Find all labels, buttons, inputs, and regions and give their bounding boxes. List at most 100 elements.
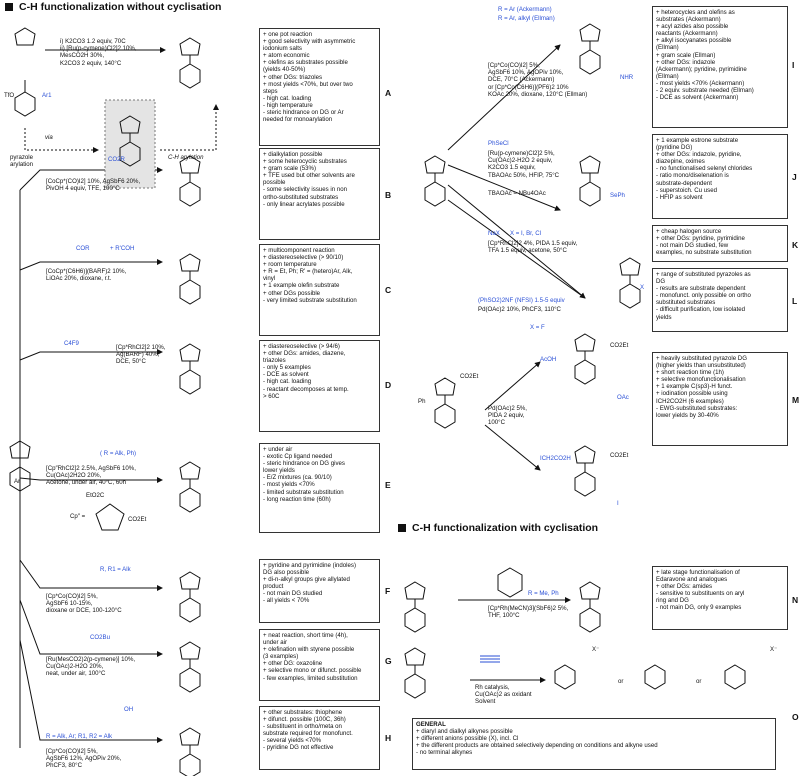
bullet-square-icon [5, 3, 13, 11]
label-or-2: or [696, 678, 702, 685]
reagent-I-r1: R = Ar (Ackermann) [498, 6, 552, 13]
product-F [179, 571, 201, 623]
section-title: C-H functionalization without cyclisatio… [19, 1, 222, 13]
conditions-L: Pd(OAc)2 10%, PhCF3, 110°C [478, 306, 561, 313]
label-G: G [385, 656, 392, 666]
label-I: I [792, 60, 795, 70]
label-A: A [385, 88, 392, 98]
label-via: via [45, 134, 53, 141]
label-xminus-1: X⁻ [592, 646, 600, 653]
reagent-H-oh: OH [124, 706, 134, 713]
product-J [579, 155, 601, 207]
label-xminus-2: X⁻ [770, 646, 778, 653]
product-K-L [619, 257, 641, 309]
diazo-reagent [497, 567, 523, 598]
reagent-D: C4F9 [64, 340, 79, 347]
label-D: D [385, 380, 392, 390]
conditions-E: [Cp″RhCl2]2 2.5%, AgSbF6 10%,Cu(OAc)2H2O… [46, 465, 136, 487]
reagent-L: (PhSO2)2NF (NFSI) 1.5-5 equiv [478, 297, 565, 304]
note-J: TBAOAc = NBu4OAc [488, 190, 546, 197]
label-x: X [640, 284, 645, 291]
conditions-J: [Ru(p-cymene)Cl2]2 5%,Cu(OAc)2-H2O 2 equ… [488, 150, 560, 179]
label-or-1: or [618, 678, 624, 685]
label-i: I [617, 500, 619, 507]
notes-box-F: + pyridine and pyrimidine (indoles) DG a… [259, 559, 380, 623]
product-M-OAc [574, 333, 596, 385]
notes-box-K: + cheap halogen source+ other DGs: pyrid… [652, 225, 788, 262]
reagent-E: ( R = Alk, Ph) [100, 450, 137, 457]
label-K: K [792, 240, 799, 250]
product-D [179, 343, 201, 395]
label-F: F [385, 586, 391, 596]
label-ar1: Ar1 [42, 92, 52, 99]
label-ch-arylation: C-H arylation [168, 154, 204, 161]
label-C: C [385, 285, 392, 295]
label-E: E [385, 480, 391, 490]
reagent-N: R = Me, Ph [528, 590, 559, 597]
bullet-square-icon [398, 524, 406, 532]
label-oac: OAc [617, 394, 629, 401]
label-nhr: NHR [620, 74, 634, 81]
label-O: O [792, 712, 799, 722]
product-O-3 [724, 664, 746, 690]
section-header-with-cyclisation: C-H functionalization with cyclisation [398, 522, 598, 534]
reagent-G: CO2Bu [90, 634, 110, 641]
conditions-B: [CoCp*(CO)I2] 10%, AgSbF6 20%,PivOH 4 eq… [46, 178, 141, 193]
label-B: B [385, 190, 392, 200]
section-header-without-cyclisation: C-H functionalization without cyclisatio… [5, 1, 221, 13]
conditions-D: [Cp*RhCl2]2 10%,Ag(BARF) 40%,DCE, 50°C [116, 344, 166, 366]
label-tfo: TfO [4, 92, 15, 99]
notes-box-L: + range of substituted pyrazoles as DG- … [652, 268, 788, 332]
label-cp-def: Cp″ = [70, 513, 86, 520]
conditions-M: Pd(OAc)2 5%,PIDA 2 equiv,100°C [488, 405, 527, 427]
product-G [179, 641, 201, 693]
conditions-G: [Ru(MesCO2)2(p-cymene)] 10%,Cu(OAc)2-H2O… [46, 656, 136, 678]
label-M-ph: Ph [418, 398, 426, 405]
reagent-J: PhSeCl [488, 140, 509, 147]
product-O-2 [644, 664, 666, 690]
label-N: N [792, 595, 799, 605]
reagent-F: R, R1 = Alk [100, 566, 131, 573]
notes-box-M: + heavily substituted pyrazole DG (highe… [652, 352, 788, 446]
notes-box-C: + multicomponent reaction+ diastereosele… [259, 244, 380, 336]
section-title: C-H functionalization with cyclisation [412, 522, 599, 534]
notes-box-I: + heterocycles and olefins as substrates… [652, 6, 788, 128]
notes-box-A: + one pot reaction+ good selectivity wit… [259, 28, 380, 146]
label-pyrazole-arylation: pyrazole arylation [10, 154, 34, 169]
reagent-K: NaX X = I, Br, Cl [488, 230, 541, 237]
notes-box-N: + late stage functionalisation of Edarav… [652, 566, 788, 630]
label-co2et: CO2Et [128, 516, 147, 523]
start-molecule-M [434, 377, 456, 429]
conditions-I: [Cp*Co(CO)I2] 5%,AgSbF6 10%, AgOPiv 10%,… [488, 62, 588, 98]
reagent-M-acoh: AcOH [540, 356, 557, 363]
conditions-K: [Cp*RhCl2]2 4%, PIDA 1.5 equiv,TFA 1.5 e… [488, 240, 578, 255]
phenylpyrazole-molecule [404, 647, 426, 699]
notes-box-D: + diastereoselective (> 94/6)+ other DGs… [259, 340, 380, 432]
label-L: L [792, 296, 798, 306]
product-E [179, 461, 201, 513]
label-M-co2et: CO2Et [460, 373, 479, 380]
notes-box-E: + under air- exotic Cp ligand needed- st… [259, 443, 380, 533]
notes-box-J: + 1 example estrone substrate (pyridine … [652, 134, 788, 219]
product-N [579, 581, 601, 633]
label-M-co2et-bottom: CO2Et [610, 452, 629, 459]
pyrazole-nh-molecule [14, 27, 36, 46]
reagent-I-r2: R = Ar, alkyl (Ellman) [498, 15, 555, 22]
reagent-M-ich2co2h: ICH2CO2H [540, 455, 571, 462]
label-ar-start: Ar [14, 478, 21, 485]
product-B [179, 155, 201, 207]
start-molecule-right [424, 155, 446, 207]
reagent-H: R = Alk, Ar; R1, R2 = Alk [46, 733, 113, 740]
note-L: X = F [530, 324, 545, 331]
iodonium-salt-molecule [14, 80, 36, 117]
reagent-C-aldehyde: + R'COH [110, 245, 135, 252]
label-H: H [385, 733, 392, 743]
label-M-co2et-top: CO2Et [610, 342, 629, 349]
general-box-O: GENERAL + diaryl and dialkyl alkynes pos… [412, 718, 776, 770]
notes-box-H: + other substrates: thiophene+ difunct. … [259, 706, 380, 770]
product-C [179, 253, 201, 305]
label-eto2c: EtO2C [86, 492, 105, 499]
